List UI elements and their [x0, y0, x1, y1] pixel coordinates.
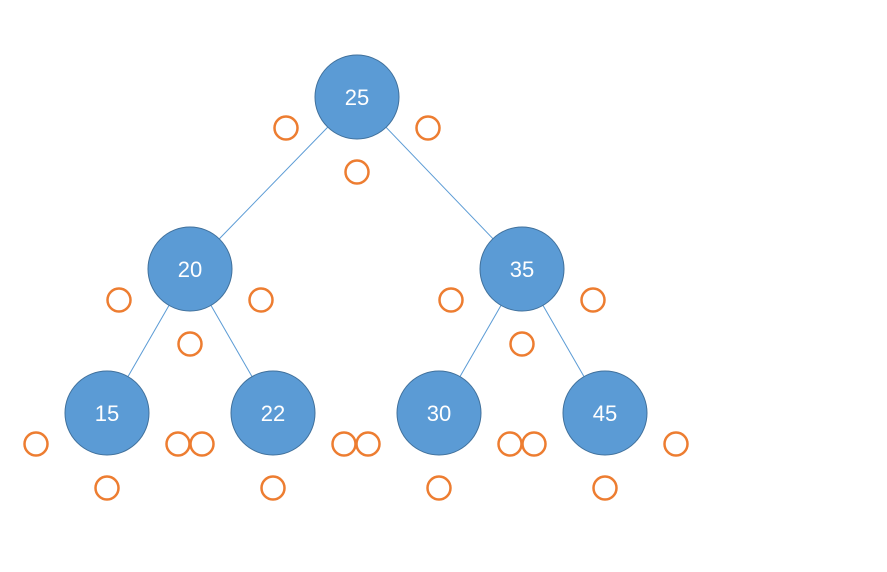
node-label: 22: [261, 401, 285, 426]
tree-node-30: 30: [396, 370, 482, 456]
slot-marker-30-bottom: [426, 475, 452, 501]
slot-marker-22-left: [189, 431, 215, 457]
node-circle: [314, 54, 400, 140]
node-circle: [230, 370, 316, 456]
node-circle: [147, 226, 233, 312]
empty-slot-markers: [23, 115, 689, 501]
slot-marker-20-right: [248, 287, 274, 313]
node-label: 35: [510, 257, 534, 282]
node-label: 15: [95, 401, 119, 426]
slot-marker-25-bottom: [344, 159, 370, 185]
edge-20-22: [210, 305, 253, 377]
node-label: 45: [593, 401, 617, 426]
node-circle: [562, 370, 648, 456]
node-circle: [64, 370, 150, 456]
slot-marker-35-right: [580, 287, 606, 313]
tree-node-35: 35: [479, 226, 565, 312]
tree-node-20: 20: [147, 226, 233, 312]
edge-35-30: [459, 305, 502, 377]
edge-20-15: [127, 305, 170, 377]
slot-marker-25-right: [415, 115, 441, 141]
edge-35-45: [542, 305, 585, 377]
edge-25-20: [218, 126, 329, 240]
slot-marker-22-right: [331, 431, 357, 457]
tree-node-45: 45: [562, 370, 648, 456]
slot-marker-45-right: [663, 431, 689, 457]
node-label: 30: [427, 401, 451, 426]
tree-node-25: 25: [314, 54, 400, 140]
node-label: 25: [345, 85, 369, 110]
slot-marker-30-left: [355, 431, 381, 457]
slot-marker-22-bottom: [260, 475, 286, 501]
edge-25-35: [385, 126, 494, 240]
tree-node-15: 15: [64, 370, 150, 456]
slot-marker-15-bottom: [94, 475, 120, 501]
slot-marker-35-left: [438, 287, 464, 313]
node-label: 20: [178, 257, 202, 282]
node-circle: [396, 370, 482, 456]
slot-marker-45-left: [521, 431, 547, 457]
slot-marker-20-bottom: [177, 331, 203, 357]
slot-marker-25-left: [273, 115, 299, 141]
slot-marker-15-left: [23, 431, 49, 457]
slot-marker-35-bottom: [509, 331, 535, 357]
tree-nodes: 25 20 35 15 22 30 45: [64, 54, 648, 456]
slot-marker-45-bottom: [592, 475, 618, 501]
tree-edges: [127, 126, 585, 377]
node-circle: [479, 226, 565, 312]
slot-marker-30-right: [497, 431, 523, 457]
slot-marker-20-left: [106, 287, 132, 313]
tree-node-22: 22: [230, 370, 316, 456]
slot-marker-15-right: [165, 431, 191, 457]
